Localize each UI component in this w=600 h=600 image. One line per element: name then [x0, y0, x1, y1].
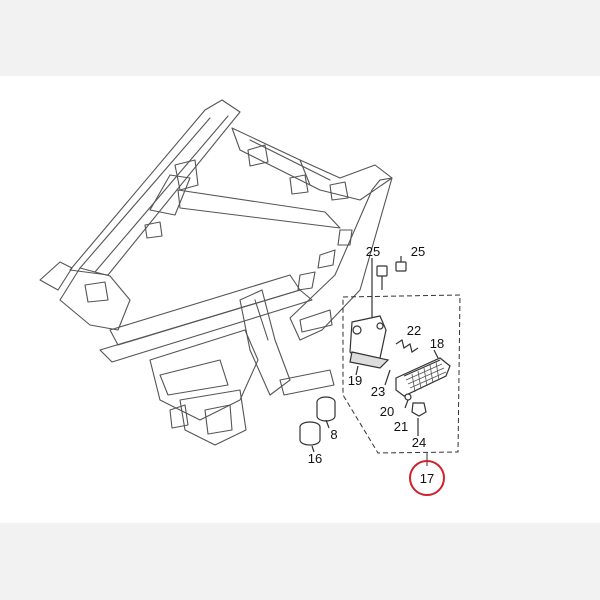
label-19: 19 [348, 373, 362, 388]
label-17: 17 [420, 471, 434, 486]
label-21: 21 [394, 419, 408, 434]
label-24: 24 [412, 435, 426, 450]
label-25-left: 25 [366, 244, 380, 259]
label-16: 16 [308, 451, 322, 466]
diagram-canvas [0, 76, 600, 523]
label-18: 18 [430, 336, 444, 351]
part-23-pin [384, 369, 391, 386]
part-22-spring [395, 339, 419, 353]
label-20: 20 [380, 404, 394, 419]
part-19-bracket [349, 315, 390, 376]
frame-drawing [39, 99, 393, 446]
part-16-bushing [299, 421, 321, 453]
highlight-circle [409, 460, 445, 496]
label-25-right: 25 [411, 244, 425, 259]
part-18-footpeg [395, 349, 451, 397]
part-8-bushing [316, 396, 336, 429]
assembly-boundary [342, 294, 461, 454]
label-23: 23 [371, 384, 385, 399]
label-22: 22 [407, 323, 421, 338]
label-8: 8 [330, 427, 337, 442]
part-20-21-24-hardware [404, 393, 427, 436]
